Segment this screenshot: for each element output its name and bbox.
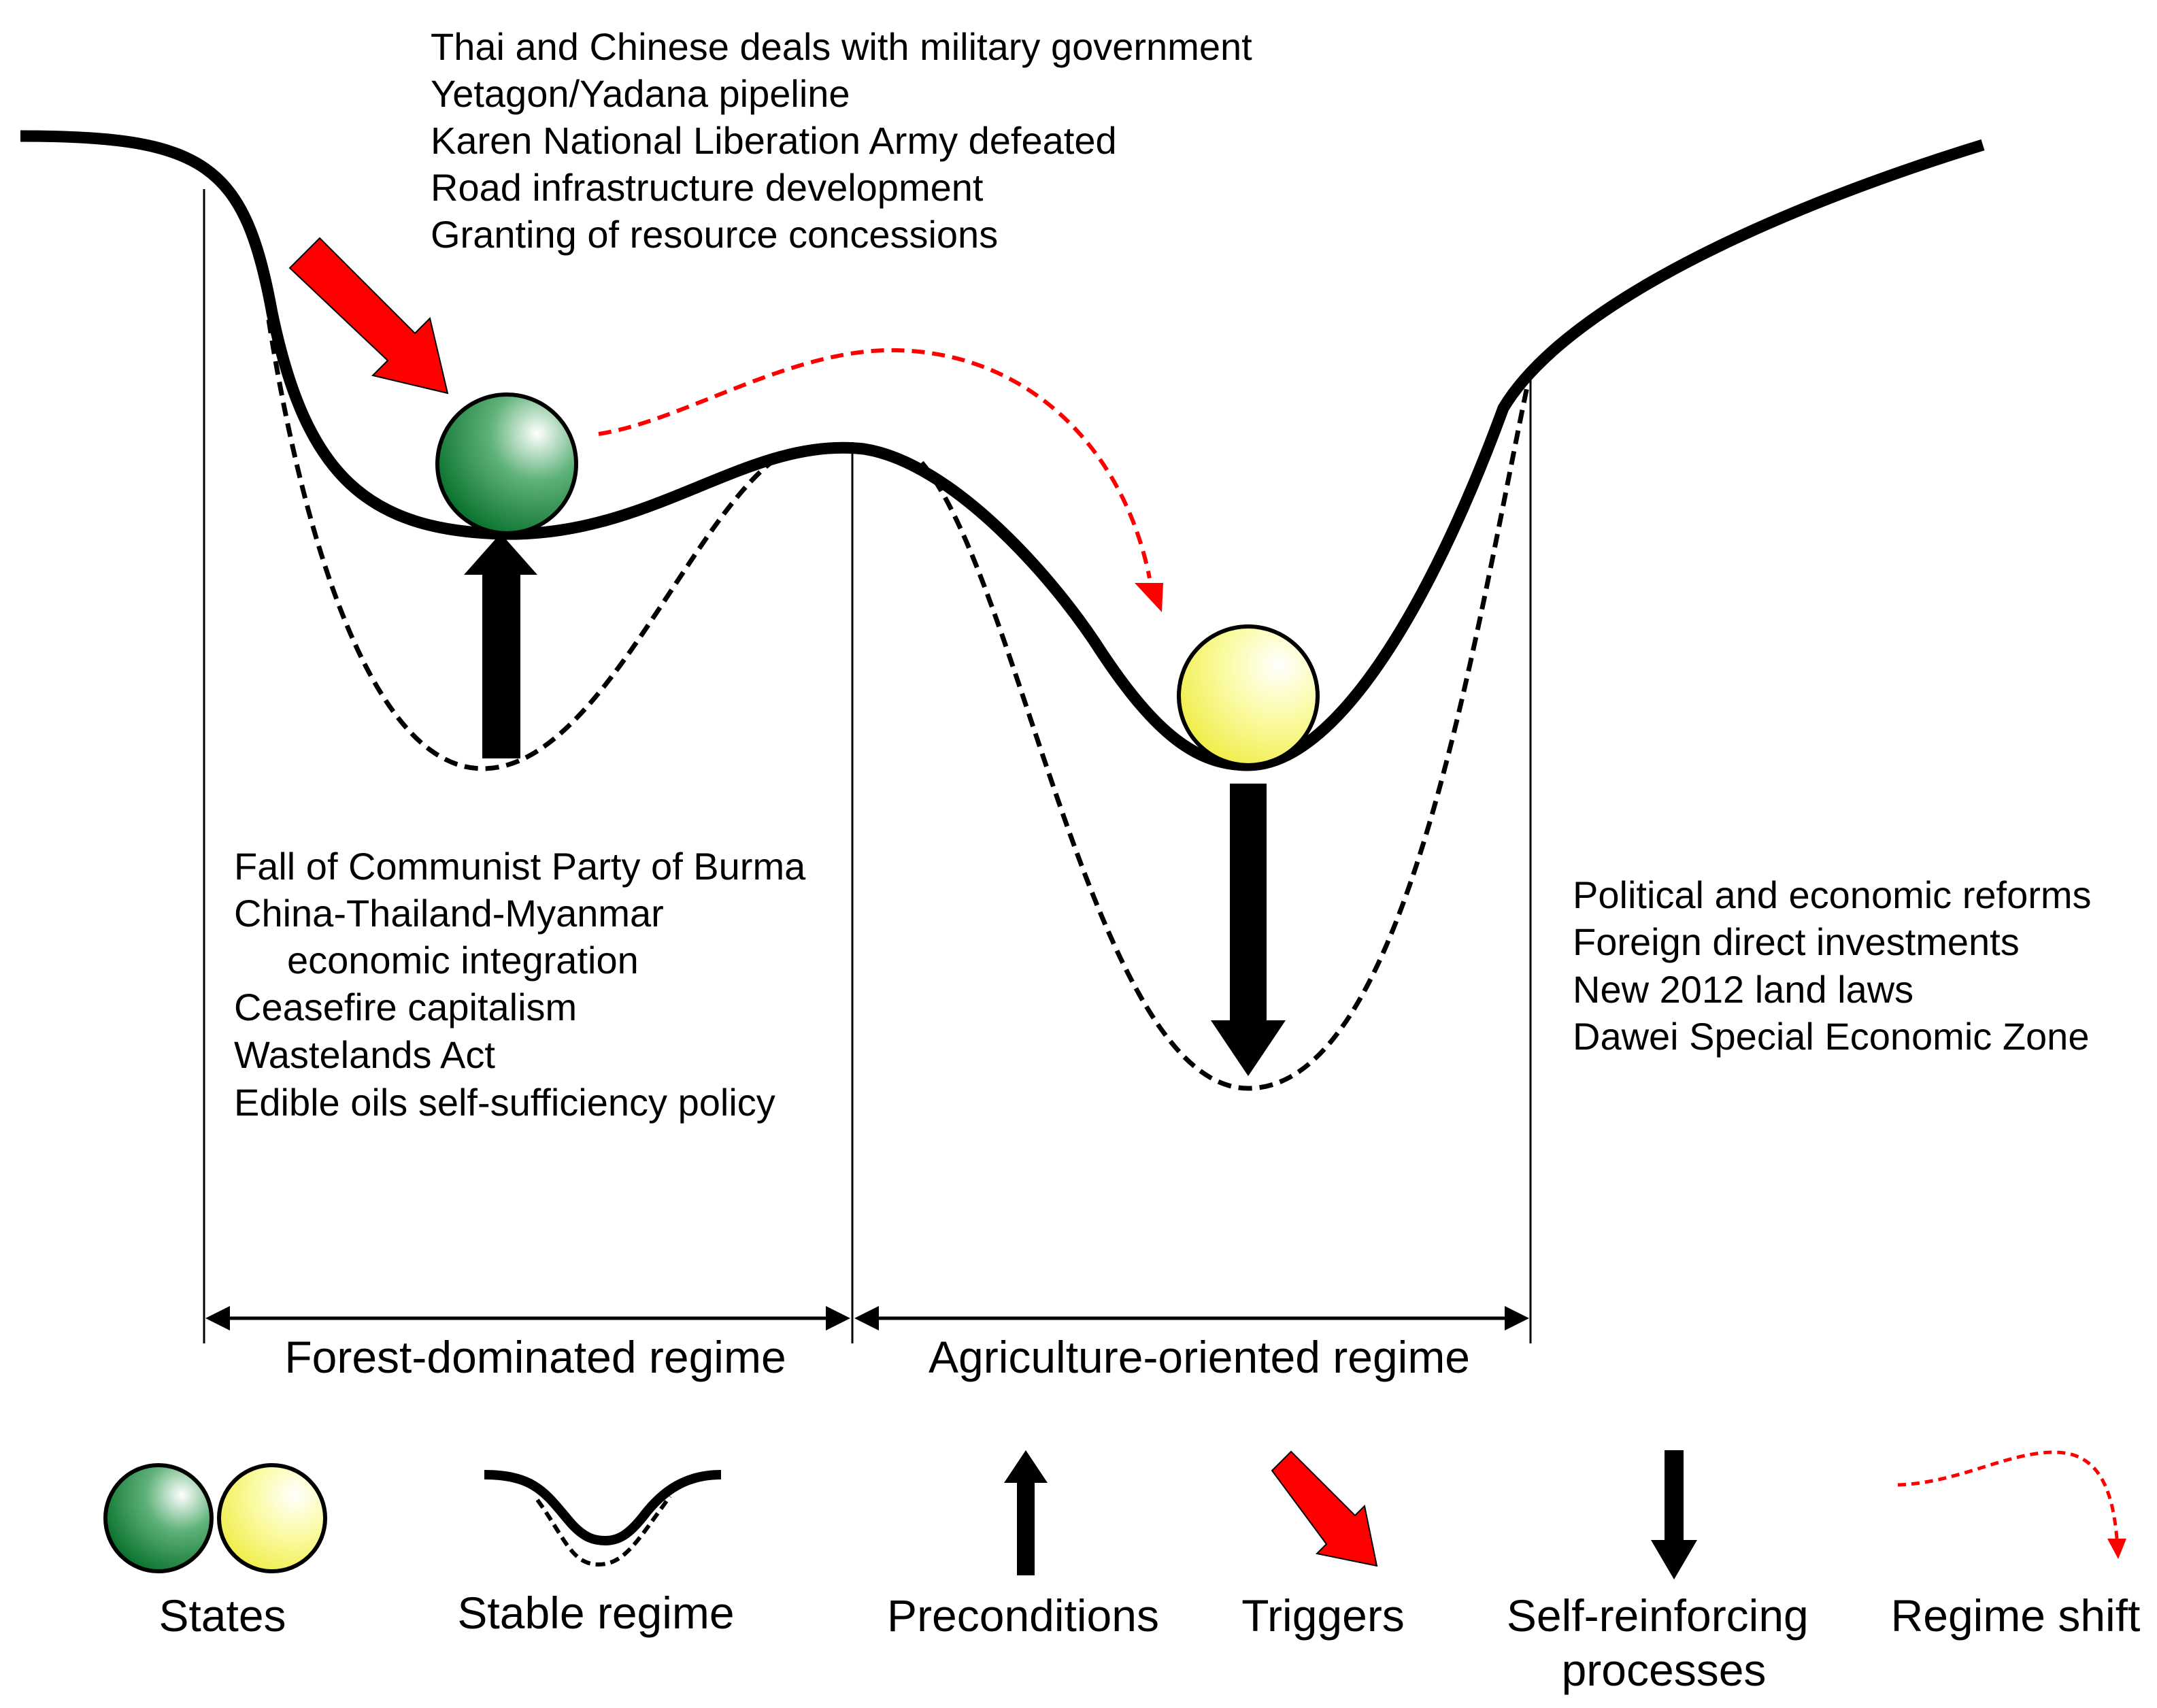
forest-regime-label: Forest-dominated regime (284, 1332, 786, 1382)
legend-stable-regime-dashed-icon (535, 1495, 672, 1567)
regime-shift-arrowhead (1135, 583, 1163, 612)
forest-basin-deep-dashed (266, 319, 777, 771)
trigger-item: Yetagon/Yadana pipeline (431, 72, 850, 115)
precondition-item: Fall of Communist Party of Burma (234, 845, 806, 888)
precondition-item: Edible oils self-sufficiency policy (234, 1081, 775, 1124)
triggers-list: Thai and Chinese deals with military gov… (431, 25, 1263, 256)
state-agriculture-ball (1177, 624, 1320, 767)
forest-regime-extent (205, 1306, 850, 1330)
legend-preconditions-label: Preconditions (887, 1590, 1159, 1641)
self-reinforcing-item: Dawei Special Economic Zone (1573, 1015, 2089, 1058)
precondition-item: China-Thailand-Myanmar (234, 892, 664, 935)
precondition-item: Wastelands Act (234, 1033, 495, 1076)
preconditions-list: Fall of Communist Party of Burma China-T… (234, 845, 816, 1124)
legend-stable-regime-label: Stable regime (457, 1588, 734, 1638)
trigger-arrow (288, 237, 449, 395)
trigger-item: Thai and Chinese deals with military gov… (431, 25, 1252, 68)
legend-self-reinforcing-label: Self-reinforcing processes (1507, 1590, 1821, 1695)
legend-self-reinforcing-icon (1651, 1450, 1697, 1579)
agriculture-regime-extent (854, 1306, 1529, 1330)
trigger-item: Karen National Liberation Army defeated (431, 119, 1117, 162)
self-reinforcing-item: Foreign direct investments (1573, 920, 2020, 963)
trigger-item: Granting of resource concessions (431, 213, 998, 256)
legend-state-forest-icon (103, 1463, 214, 1573)
legend-triggers-icon (1271, 1450, 1378, 1567)
precondition-item: economic integration (287, 939, 639, 982)
precondition-item: Ceasefire capitalism (234, 986, 577, 1028)
stability-landscape-curve (20, 130, 1985, 771)
self-reinforcing-arrow (1211, 784, 1286, 1076)
self-reinforcing-item: New 2012 land laws (1573, 968, 1913, 1011)
legend-stable-regime-icon (484, 1470, 722, 1546)
legend-triggers-label: Triggers (1241, 1590, 1405, 1641)
legend-regime-shift-icon (1897, 1450, 2119, 1539)
self-reinforcing-list: Political and economic reforms Foreign d… (1573, 873, 2102, 1058)
state-forest-ball (435, 392, 578, 535)
legend-regime-shift-arrowhead (2107, 1539, 2126, 1559)
legend: States Stable regime Preconditions Trigg… (103, 1450, 2141, 1695)
self-reinforcing-item: Political and economic reforms (1573, 873, 2092, 916)
legend-regime-shift-label: Regime shift (1891, 1590, 2141, 1641)
precondition-arrow (464, 533, 537, 758)
regime-shift-arrow (598, 348, 1152, 579)
legend-state-agriculture-icon (217, 1463, 327, 1573)
trigger-item: Road infrastructure development (431, 166, 984, 209)
agriculture-regime-label: Agriculture-oriented regime (929, 1332, 1470, 1382)
legend-preconditions-icon (1004, 1450, 1048, 1575)
agriculture-basin-deep-dashed (920, 370, 1533, 1091)
legend-states-label: States (158, 1590, 286, 1641)
